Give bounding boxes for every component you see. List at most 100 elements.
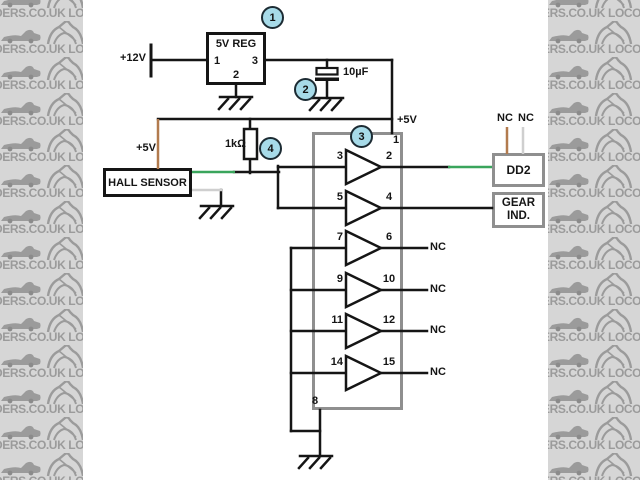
badge-1: 1 [261,6,284,29]
watermark-frame-icon [594,345,633,369]
ground-icon [217,95,254,111]
plus12v-label: +12V [120,52,146,64]
watermark-frame-icon [594,165,633,189]
watermark-car-icon [549,281,589,296]
resistor-value-label: 1kΩ [224,138,246,150]
watermark-frame-icon [46,129,83,153]
hall-sensor-label: HALL SENSOR [108,176,187,189]
watermark-tile: ERS.CO.UK LOCOST [548,164,640,200]
watermark-tile: ERS.CO.UK LOCOST [548,20,640,56]
gate6-out-pin: 15 [382,356,396,368]
watermark-tile: DERS.CO.UK LOCOS [0,308,83,344]
buffer-gate-icon [344,148,384,186]
watermark-frame-icon [46,345,83,369]
watermark-frame-icon [46,201,83,225]
watermark-car-icon [549,29,589,44]
watermark-tile: ERS.CO.UK LOCOST [548,200,640,236]
watermark-car-icon [1,317,41,332]
capacitor-value-label: 10µF [343,66,369,78]
watermark-text: DERS.CO.UK LOCOS [0,78,83,92]
watermark-car-icon [549,425,589,440]
watermark-text: ERS.CO.UK LOCOST [548,42,640,56]
watermark-car-icon [549,101,589,116]
watermark-frame-icon [46,57,83,81]
buffer-gate-icon [344,189,384,227]
buffer-gate-icon [344,229,384,267]
watermark-car-icon [549,137,589,152]
watermark-tile: ERS.CO.UK LOCOST [548,92,640,128]
gate2-in-pin: 5 [336,191,343,203]
watermark-tile: DERS.CO.UK LOCOS [0,344,83,380]
ground-symbols [198,95,345,470]
watermark-car-icon [549,245,589,260]
gear-indicator-box: GEAR IND. [492,192,545,228]
watermark-text: ERS.CO.UK LOCOST [548,150,640,164]
watermark-tile: ERS.CO.UK LOCOST [548,452,640,480]
watermark-text: DERS.CO.UK LOCOS [0,366,83,380]
resistor-symbol [242,127,259,161]
plus5v-ic-label: +5V [397,114,417,126]
watermark-frame-icon [46,417,83,441]
gate4-in-pin: 9 [336,273,343,285]
dd2-nc-right-label: NC [518,112,534,124]
watermark-text: DERS.CO.UK LOCOS [0,186,83,200]
colored-wires [156,119,525,192]
watermark-frame-icon [594,381,633,405]
gear-indicator-line2: IND. [507,210,530,222]
watermark-car-icon [1,101,41,116]
watermark-text: ERS.CO.UK LOCOST [548,474,640,480]
watermark-car-icon [1,209,41,224]
watermark-text: DERS.CO.UK LOCOS [0,42,83,56]
watermark-tile: DERS.CO.UK LOCOS [0,416,83,452]
gear-indicator-line1: GEAR [501,197,536,209]
watermark-text: ERS.CO.UK LOCOST [548,78,640,92]
gate3-out-pin: 6 [385,231,393,243]
buffer-gates [344,148,384,392]
watermark-frame-icon [594,273,633,297]
watermark-tile: ERS.CO.UK LOCOST [548,380,640,416]
nc-label-gate5: NC [430,324,446,336]
watermark-tile: ERS.CO.UK LOCOST [548,0,640,20]
watermark-car-icon [549,65,589,80]
watermark-frame-icon [46,273,83,297]
watermark-frame-icon [46,453,83,477]
watermark-car-icon [1,425,41,440]
watermark-car-icon [1,461,41,476]
watermark-frame-icon [594,21,633,45]
buffer-gate-icon [344,312,384,350]
watermark-text: DERS.CO.UK LOCOS [0,150,83,164]
gate6-in-pin: 14 [330,356,343,368]
buffer-gate-icon [344,354,384,392]
watermark-text: DERS.CO.UK LOCOS [0,294,83,308]
watermark-car-icon [1,245,41,260]
watermark-car-icon [1,353,41,368]
watermark-tile: ERS.CO.UK LOCOST [548,344,640,380]
watermark-tile: DERS.CO.UK LOCOS [0,20,83,56]
voltage-regulator-box: 5V REG 1 3 2 [206,32,266,85]
regulator-title: 5V REG [215,38,257,50]
watermark-tile: DERS.CO.UK LOCOS [0,236,83,272]
watermark-car-icon [549,461,589,476]
watermark-tile: DERS.CO.UK LOCOS [0,164,83,200]
dd2-box: DD2 [492,153,545,187]
watermark-car-icon [1,389,41,404]
nc-label-gate4: NC [430,283,446,295]
watermark-text: DERS.CO.UK LOCOS [0,6,83,20]
watermark-text: ERS.CO.UK LOCOST [548,366,640,380]
watermark-frame-icon [46,93,83,117]
buffer-gate-icon [344,271,384,309]
watermark-car-icon [549,173,589,188]
gate1-out-pin: 2 [385,150,393,162]
watermark-tile: ERS.CO.UK LOCOST [548,128,640,164]
watermark-tile: ERS.CO.UK LOCOST [548,308,640,344]
badge-4: 4 [259,137,282,160]
watermark-frame-icon [594,237,633,261]
ic-pin-gnd-label: 8 [312,395,319,407]
watermark-text: DERS.CO.UK LOCOS [0,438,83,452]
watermark-text: ERS.CO.UK LOCOST [548,258,640,272]
dd2-label: DD2 [506,163,531,177]
watermark-frame-icon [594,0,633,9]
watermark-car-icon [1,65,41,80]
watermark-tile: DERS.CO.UK LOCOS [0,452,83,480]
watermark-tile: ERS.CO.UK LOCOST [548,236,640,272]
